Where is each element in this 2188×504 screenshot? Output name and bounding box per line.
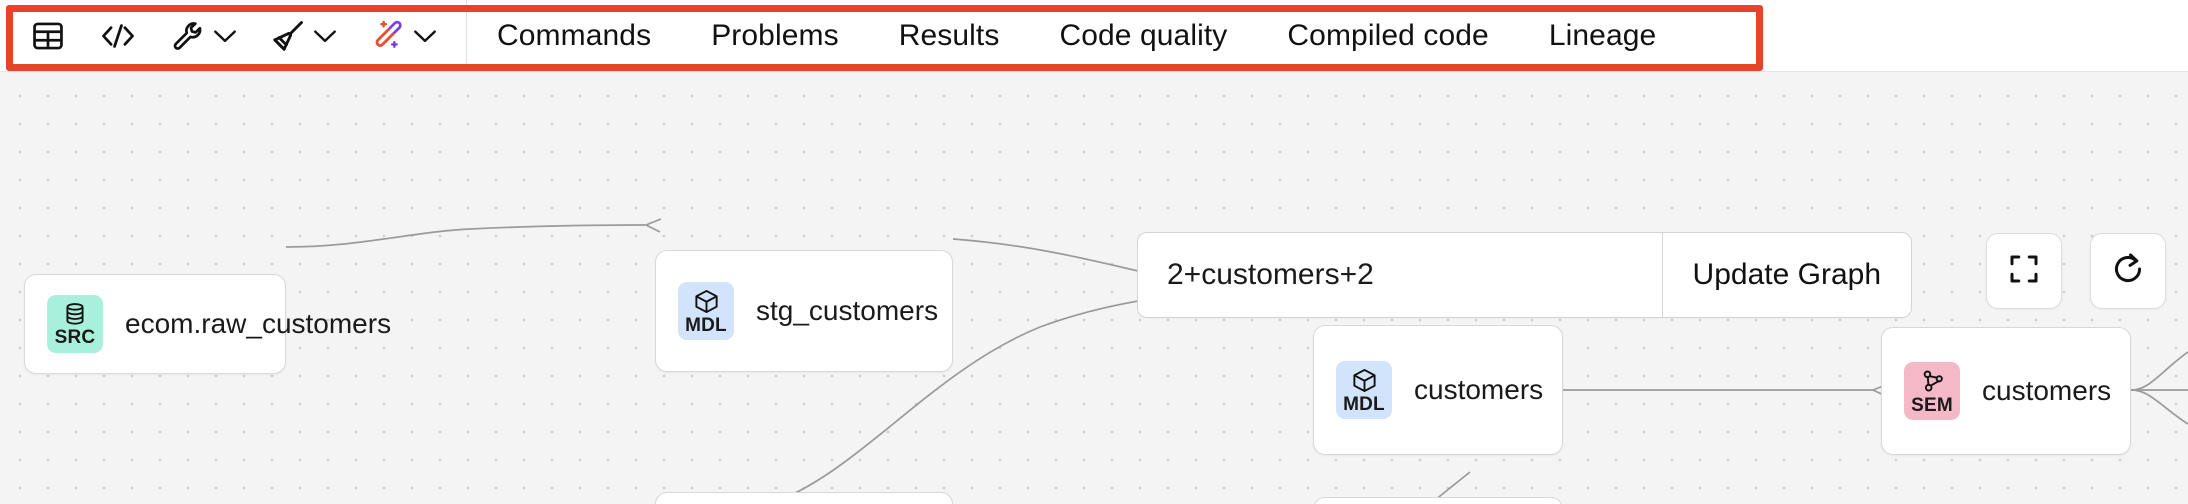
lineage-node-n3[interactable]: MDL customers — [1313, 325, 1563, 455]
lineage-search-input[interactable] — [1138, 233, 1662, 317]
node-label: customers — [1982, 375, 2112, 406]
table-icon[interactable] — [26, 14, 70, 58]
fullscreen-icon — [2006, 251, 2042, 292]
lineage-node-n2[interactable]: MDL stg_customers — [655, 250, 953, 372]
tab-results[interactable]: Results — [898, 18, 1000, 52]
editor-toolbar: Commands Problems Results Code quality C… — [0, 0, 2188, 72]
update-graph-button[interactable]: Update Graph — [1663, 233, 1911, 317]
cube-icon — [693, 288, 720, 316]
chevron-down-icon[interactable] — [210, 14, 240, 58]
node-label: ecom.raw_customers — [125, 308, 392, 339]
refresh-icon — [2109, 250, 2147, 293]
fullscreen-button[interactable] — [1986, 233, 2062, 309]
cube-icon — [1351, 367, 1378, 395]
refresh-button[interactable] — [2090, 233, 2166, 309]
lineage-search-bar: Update Graph — [1137, 232, 1912, 318]
lineage-node-partial[interactable] — [655, 492, 953, 504]
tab-lineage[interactable]: Lineage — [1548, 18, 1657, 52]
magic-wand-icon[interactable] — [366, 14, 410, 58]
lineage-node-n1[interactable]: SRC ecom.raw_customers — [24, 274, 391, 374]
node-label: stg_customers — [756, 295, 939, 326]
node-type-badge: SRC — [47, 295, 103, 353]
semantic-icon — [1919, 368, 1946, 396]
chevron-down-icon[interactable] — [310, 14, 340, 58]
lineage-node-n4[interactable]: SEM customers — [1881, 327, 2131, 455]
node-type-label: SRC — [54, 327, 96, 348]
chevron-down-icon[interactable] — [410, 14, 440, 58]
panel-tabs: Commands Problems Results Code quality C… — [467, 0, 1686, 71]
node-type-badge: MDL — [1336, 361, 1392, 419]
node-type-label: MDL — [1343, 393, 1385, 415]
node-label: customers — [1414, 374, 1544, 405]
node-type-badge: SEM — [1904, 362, 1960, 420]
search-divider — [1661, 233, 1663, 317]
node-type-label: MDL — [685, 314, 727, 336]
toolbar-divider — [466, 0, 467, 71]
node-type-label: SEM — [1911, 394, 1953, 416]
toolbar-icon-group — [0, 0, 467, 71]
broom-icon[interactable] — [266, 14, 310, 58]
tab-commands[interactable]: Commands — [497, 18, 652, 52]
code-icon[interactable] — [96, 14, 140, 58]
wrench-icon[interactable] — [166, 14, 210, 58]
lineage-node-partial[interactable] — [1313, 497, 1563, 504]
tab-problems[interactable]: Problems — [711, 18, 839, 52]
database-icon — [62, 301, 88, 328]
tab-code-quality[interactable]: Code quality — [1059, 18, 1228, 52]
tab-compiled-code[interactable]: Compiled code — [1287, 18, 1489, 52]
node-type-badge: MDL — [678, 282, 734, 340]
